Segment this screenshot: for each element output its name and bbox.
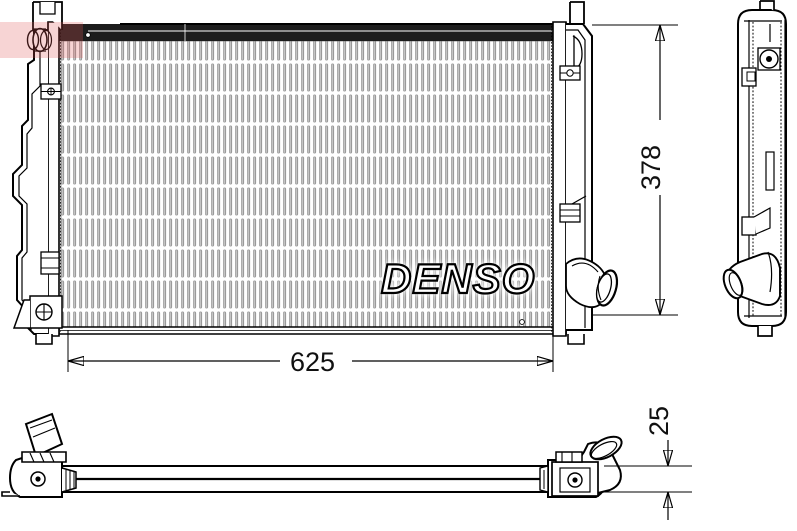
side-outlet-neck: [722, 251, 781, 306]
side-view: [722, 0, 787, 337]
radiator-core: [60, 40, 554, 328]
side-lower-clip: [741, 206, 771, 236]
radiator-cap: [26, 27, 53, 53]
left-lower-clip: [40, 251, 60, 275]
dimension-height-378: 378: [592, 24, 678, 316]
outlet-neck: [565, 257, 619, 309]
dimension-width-625: 625: [67, 330, 554, 377]
bottom-view: [1, 412, 623, 498]
side-boss: [757, 47, 781, 71]
side-upper-clip: [741, 67, 757, 87]
dimension-depth-25: 25: [604, 406, 692, 520]
right-upper-clip: [559, 65, 581, 81]
left-tank: [12, 1, 63, 345]
dimension-depth-label: 25: [644, 406, 674, 436]
front-view: [12, 1, 619, 345]
right-lower-clip: [559, 195, 587, 223]
bottom-right-tank: [539, 435, 623, 498]
bottom-left-tank: [1, 412, 77, 498]
right-tank: [551, 1, 619, 345]
top-header-rail: [59, 23, 566, 41]
dimension-height-label: 378: [636, 145, 666, 190]
left-mid-bracket: [40, 83, 62, 100]
left-mount-pad: [12, 295, 63, 329]
dimension-width-label: 625: [290, 347, 335, 377]
